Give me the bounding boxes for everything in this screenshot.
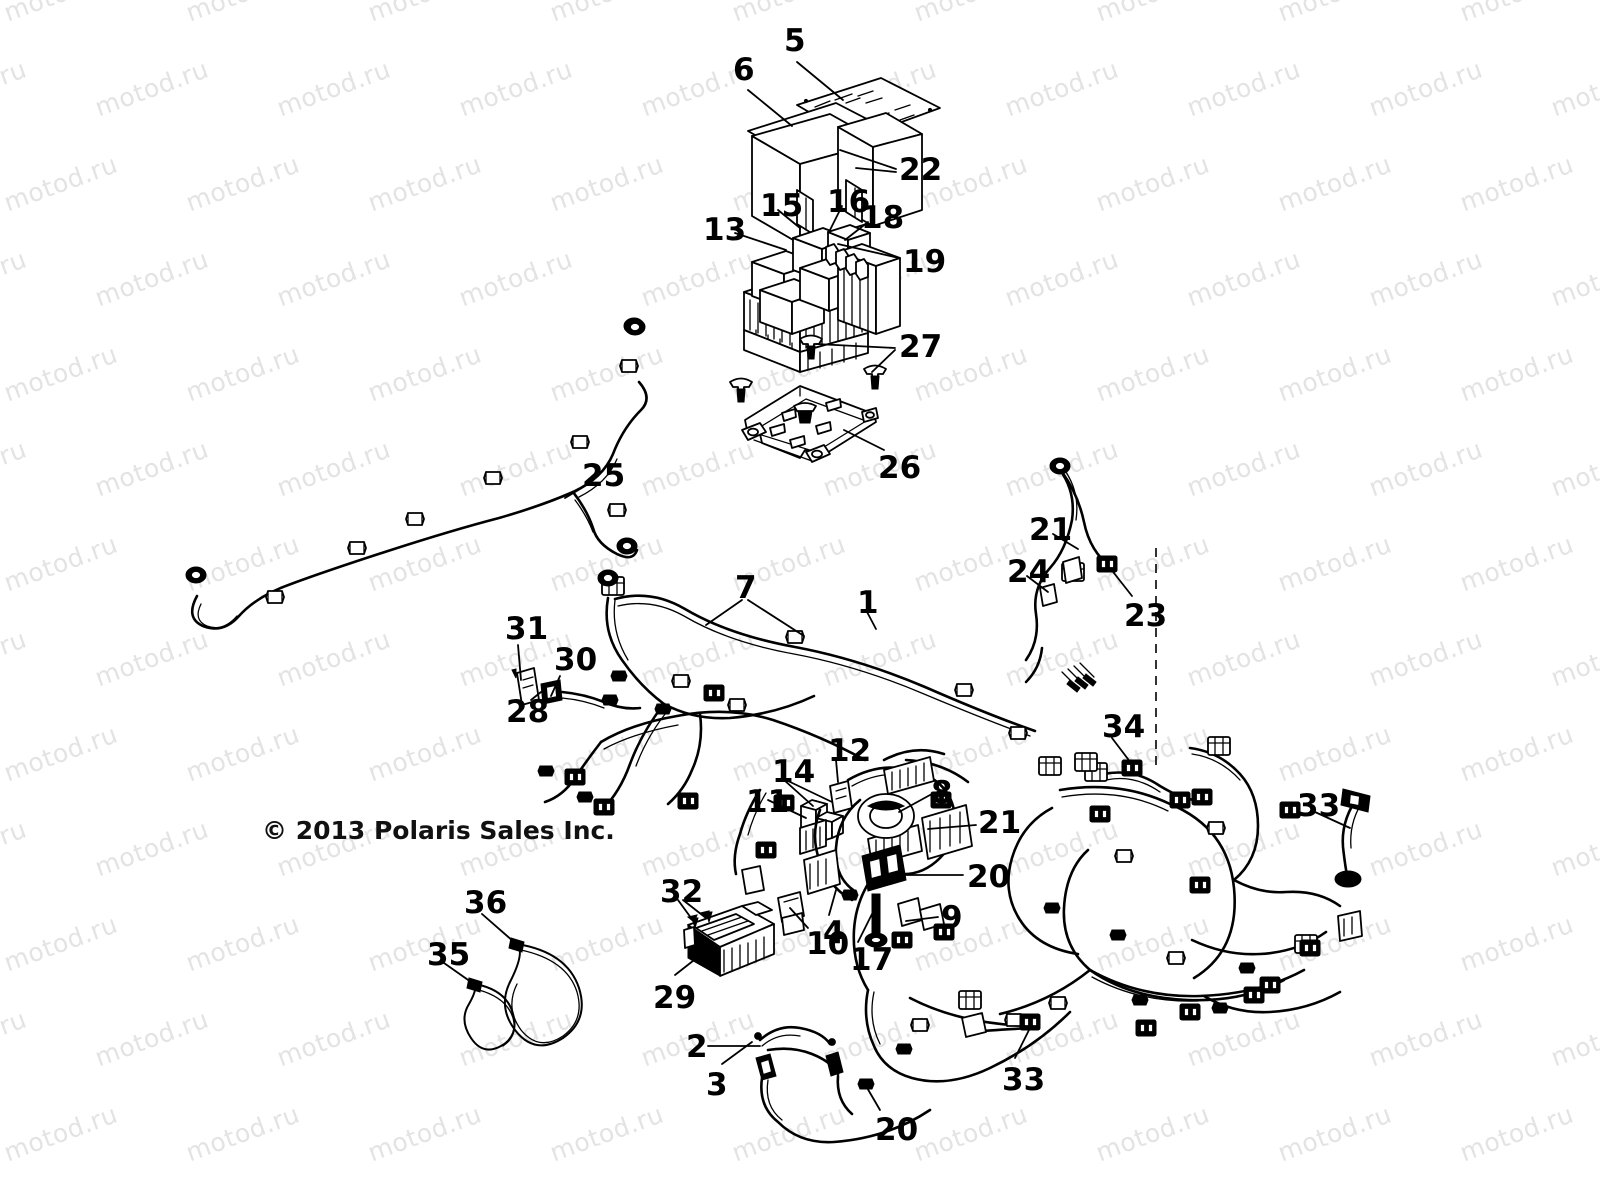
callout-number-1: 1 bbox=[857, 585, 879, 621]
callout-number-8: 8 bbox=[931, 775, 953, 811]
callout-number-31: 31 bbox=[505, 611, 549, 647]
callout-number-11: 11 bbox=[746, 784, 790, 820]
part-26-mounting-bracket bbox=[741, 385, 879, 463]
central-connector-cluster bbox=[777, 748, 973, 992]
callout-number-22: 22 bbox=[899, 152, 943, 188]
part-12-resistor-module bbox=[829, 780, 853, 814]
callout-number-3: 3 bbox=[706, 1067, 728, 1103]
callout-number-7: 7 bbox=[735, 570, 757, 606]
callout-number-5: 5 bbox=[784, 23, 806, 59]
part-35-cable-tie-small bbox=[463, 977, 516, 1051]
callout-number-35: 35 bbox=[427, 937, 471, 973]
callout-number-26: 26 bbox=[878, 450, 922, 486]
callout-number-21b: 21 bbox=[978, 805, 1022, 841]
callout-number-18: 18 bbox=[861, 200, 905, 236]
callout-number-20a: 20 bbox=[967, 859, 1011, 895]
callout-number-32: 32 bbox=[660, 874, 704, 910]
right-harness-network bbox=[1007, 736, 1371, 1021]
callout-number-14: 14 bbox=[772, 754, 816, 790]
callout-number-10: 10 bbox=[806, 926, 850, 962]
part-36-cable-tie-large bbox=[504, 937, 583, 1047]
part-21-connector-block bbox=[921, 804, 973, 860]
harness-left-branch bbox=[537, 684, 725, 816]
callout-number-4: 4 bbox=[823, 915, 845, 951]
callout-number-28: 28 bbox=[506, 694, 550, 730]
callout-number-24: 24 bbox=[1007, 554, 1051, 590]
callout-number-33a: 33 bbox=[1297, 788, 1341, 824]
callout-number-30: 30 bbox=[554, 642, 598, 678]
part-11-branch-connector bbox=[733, 788, 795, 895]
callout-number-23: 23 bbox=[1124, 598, 1168, 634]
part-25-sub-harness bbox=[185, 317, 648, 630]
part-19-fuse-elements bbox=[825, 243, 869, 281]
callout-number-12: 12 bbox=[828, 733, 872, 769]
callout-number-36: 36 bbox=[464, 885, 508, 921]
part-29-ecu-module bbox=[683, 901, 775, 977]
part-33-sensor-lead-right bbox=[1334, 788, 1371, 942]
callout-number-13: 13 bbox=[703, 212, 747, 248]
part-34-jumper-lead bbox=[1084, 762, 1213, 806]
callout-number-33b: 33 bbox=[1002, 1062, 1046, 1098]
callout-number-34: 34 bbox=[1102, 709, 1146, 745]
part-2-battery-cable bbox=[754, 1025, 844, 1081]
part-1-main-harness bbox=[597, 318, 1037, 762]
relay-fuse-block-assembly bbox=[743, 224, 901, 373]
callout-number-15: 15 bbox=[760, 188, 804, 224]
callout-number-16: 16 bbox=[827, 184, 871, 220]
callout-number-27: 27 bbox=[899, 329, 943, 365]
callout-number-6: 6 bbox=[733, 52, 755, 88]
leader-lines bbox=[443, 61, 1351, 1111]
callout-number-20b: 20 bbox=[875, 1112, 919, 1148]
callout-number-9: 9 bbox=[941, 900, 963, 936]
bottom-right-harness bbox=[1088, 939, 1342, 1014]
callout-number-2: 2 bbox=[686, 1029, 708, 1065]
upper-right-subharness bbox=[1024, 457, 1157, 770]
callout-number-29: 29 bbox=[653, 980, 697, 1016]
callout-number-25: 25 bbox=[582, 458, 626, 494]
part-4-connector-housing bbox=[803, 849, 841, 895]
copyright-notice: © 2013 Polaris Sales Inc. bbox=[262, 816, 615, 845]
bottom-harness-loop bbox=[760, 968, 1157, 1144]
callout-number-19: 19 bbox=[903, 244, 947, 280]
callout-number-21a: 21 bbox=[1029, 512, 1073, 548]
callout-number-17: 17 bbox=[850, 942, 894, 978]
part-10-socket-connector bbox=[777, 891, 805, 936]
part-17-ground-stud bbox=[864, 893, 888, 948]
